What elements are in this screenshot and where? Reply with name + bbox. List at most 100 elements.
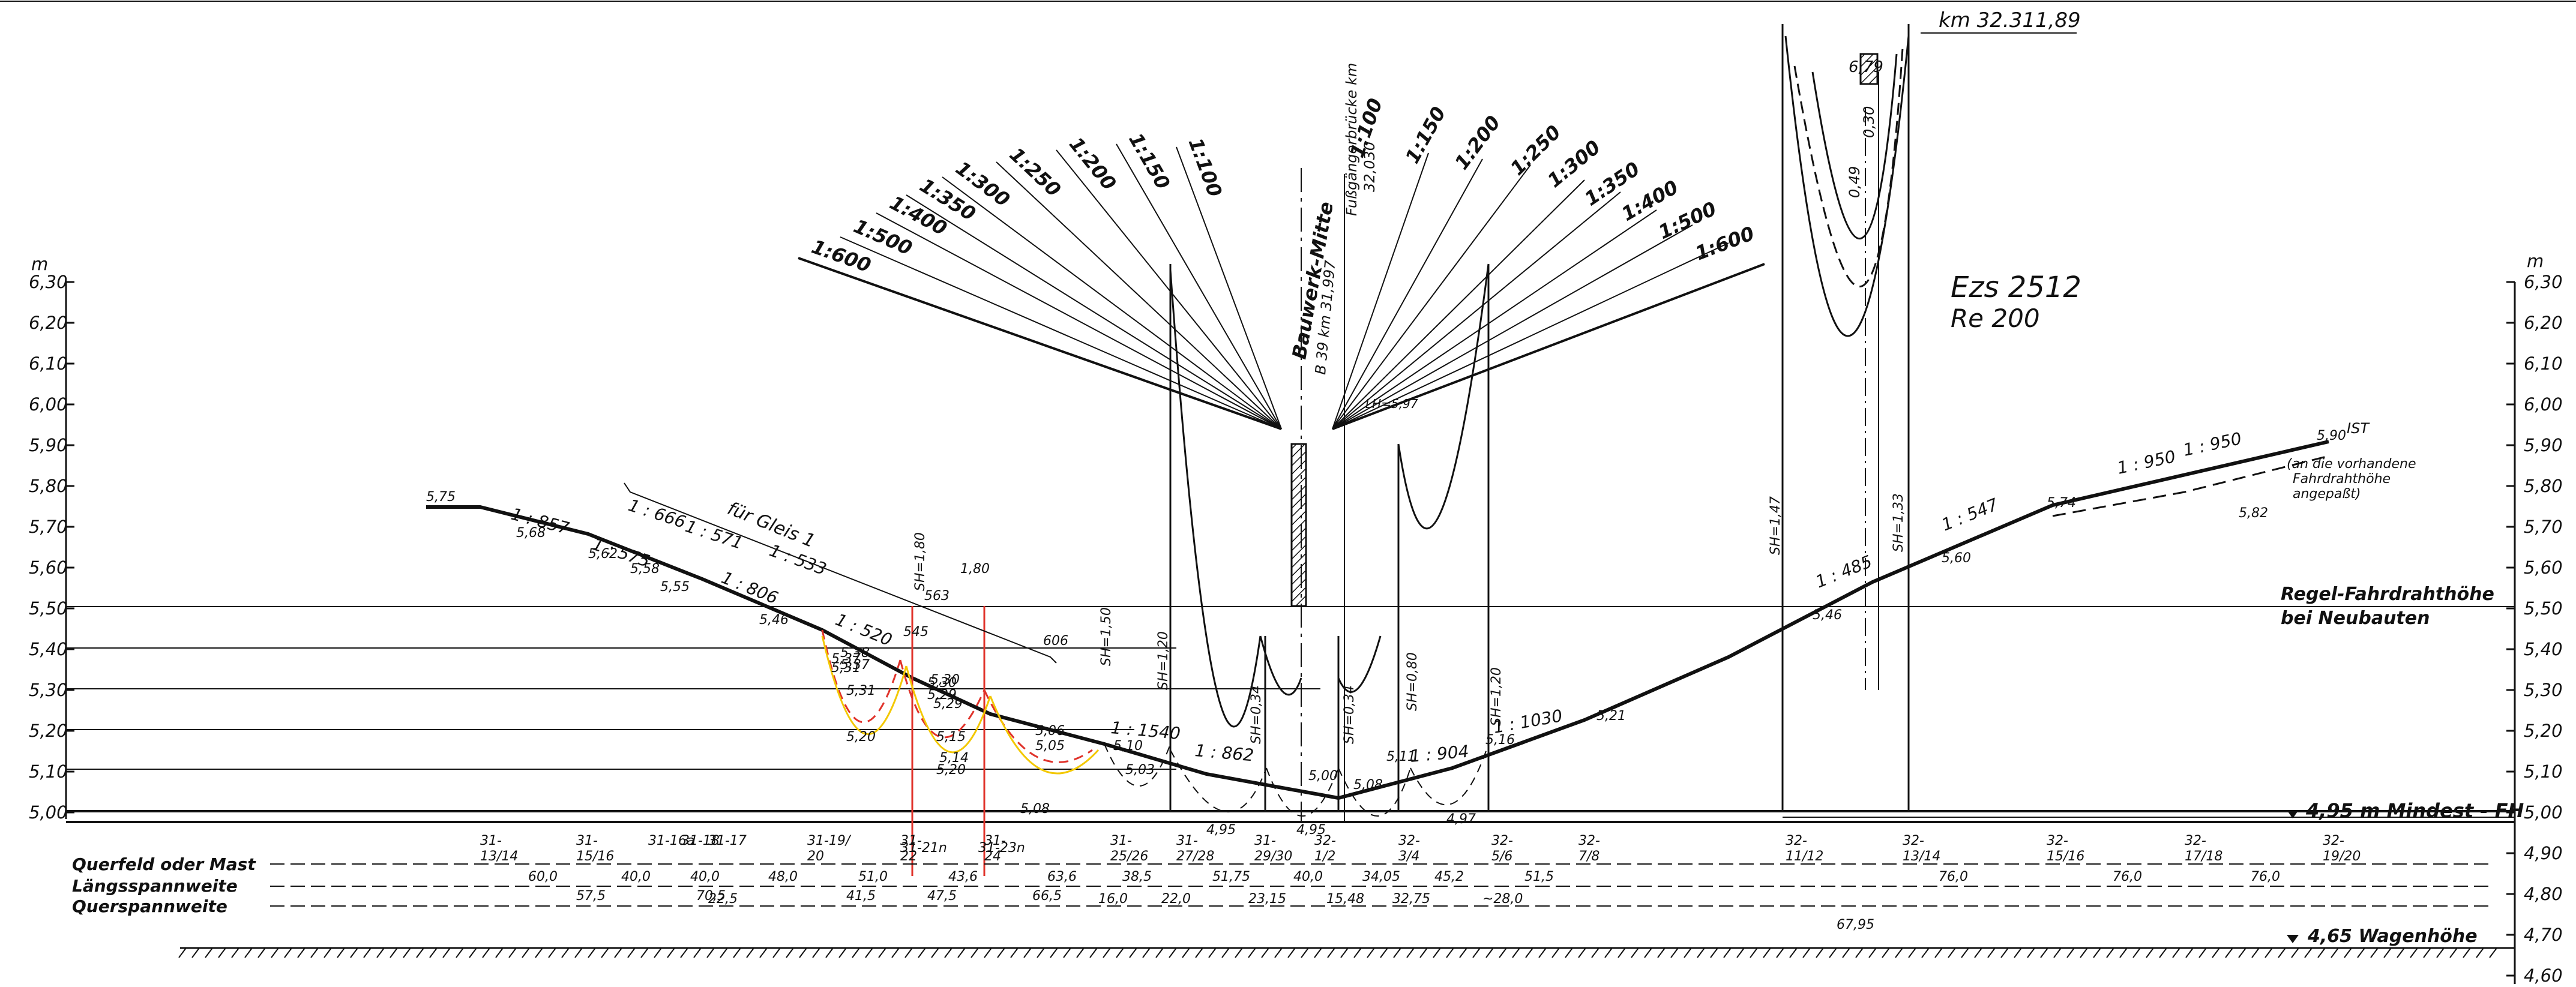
ground-hatch-mark xyxy=(2251,947,2260,958)
red-annotation: 606 xyxy=(1043,634,1068,649)
mast-label: 32- xyxy=(2047,833,2068,848)
mast-label: 31- xyxy=(1110,833,1132,848)
ground-hatch-mark xyxy=(2344,947,2352,958)
ground-hatch-mark xyxy=(1948,947,1956,958)
mindest-label: 4,95 m Mindest - FH xyxy=(2305,799,2524,822)
ground-hatch-mark xyxy=(733,947,741,958)
span-cross-value: 22,5 xyxy=(708,892,738,907)
sh-label: SH=1,47 xyxy=(1768,496,1783,555)
ground-hatch-mark xyxy=(2370,947,2379,958)
span-long-value: 40,0 xyxy=(690,869,720,884)
left-tick-label: 5,80 xyxy=(29,476,68,496)
sh-label: SH=1,80 xyxy=(913,532,928,591)
left-tick-label: 5,30 xyxy=(29,680,68,700)
mast-label: 5/6 xyxy=(1491,849,1512,864)
ground-hatch-mark xyxy=(1076,947,1085,958)
height-label: 5,31 xyxy=(846,683,876,698)
ground-hatch-mark xyxy=(363,947,372,958)
right-tick-label: 4,80 xyxy=(2524,884,2563,904)
ground-hatch-mark xyxy=(706,947,715,958)
note-line1: (an die vorhandene xyxy=(2287,457,2416,472)
height-label: 5,05 xyxy=(1035,739,1065,754)
ground-hatch-mark xyxy=(2000,947,2009,958)
ground-hatch-mark xyxy=(825,947,834,958)
ground-hatch-mark xyxy=(614,947,622,958)
row-querfeld-label: Querfeld oder Mast xyxy=(72,854,256,874)
ground-hatch-mark xyxy=(2159,947,2167,958)
ground-hatch-mark xyxy=(1750,947,1758,958)
right-tick-label: 6,00 xyxy=(2524,394,2563,415)
span-long-value: 51,5 xyxy=(1524,869,1554,884)
ground-hatch-mark xyxy=(997,947,1005,958)
row-quer-label: Querspannweite xyxy=(72,896,227,916)
height-label: 5,10 xyxy=(1113,739,1143,754)
mast-label: 31-19/ xyxy=(807,833,852,848)
fan-line-right xyxy=(1332,164,1531,430)
height-label: 5,14 xyxy=(939,751,969,766)
ground-hatch-mark xyxy=(2238,947,2246,958)
red-annotation: 5,37 xyxy=(831,652,861,667)
ground-hatch-mark xyxy=(1565,947,1573,958)
height-label: 5,15 xyxy=(936,730,966,745)
ground-hatch-mark xyxy=(2027,947,2035,958)
height-label: 5,90 xyxy=(2317,428,2346,443)
yellow-annotation: 1,80 xyxy=(960,562,990,577)
mast-label: 20 xyxy=(807,849,824,864)
regel-label-line1: Regel-Fahrdrahthöhe xyxy=(2281,584,2494,605)
ground-hatch-mark xyxy=(231,947,239,958)
table-row-lines xyxy=(270,863,2491,907)
ground-hatch-mark xyxy=(2291,947,2299,958)
ground-hatch-mark xyxy=(2014,947,2022,958)
ground-hatch-mark xyxy=(469,947,477,958)
ground-hatch-mark xyxy=(2106,947,2114,958)
ground-hatch-mark xyxy=(1816,947,1824,958)
span-long-value: 51,75 xyxy=(1212,869,1250,884)
sh-label: SH=1,33 xyxy=(1891,493,1906,552)
height-label: 5,46 xyxy=(1813,608,1842,623)
ground-hatch-mark xyxy=(1195,947,1203,958)
ground-hatch-mark xyxy=(1631,947,1639,958)
ground-hatch-mark xyxy=(1670,947,1679,958)
right-tick-label: 5,10 xyxy=(2524,761,2563,782)
slope-label: 1 : 862 xyxy=(1194,740,1254,765)
ground-hatch-mark xyxy=(1895,947,1903,958)
fan-label-right: 1:600 xyxy=(1692,222,1757,265)
ground-hatch-mark xyxy=(2397,947,2405,958)
right-tick-label: 5,40 xyxy=(2524,639,2563,659)
ground-hatch-mark xyxy=(1736,947,1745,958)
ground-hatch-mark xyxy=(772,947,781,958)
ground-hatch-mark xyxy=(218,947,226,958)
fan-line-left xyxy=(942,176,1282,430)
span-cross-value: ~28,0 xyxy=(1482,892,1523,907)
ground-hatch-mark xyxy=(1512,947,1520,958)
span-cross-value: 23,15 xyxy=(1248,892,1286,907)
height-label: 5,55 xyxy=(660,580,690,595)
ground-hatch-mark xyxy=(1340,947,1349,958)
yellow-annotation: 5,20 xyxy=(936,763,966,778)
yellow-annotation: 5,08 xyxy=(1020,802,1050,817)
ground-hatch-mark xyxy=(337,947,345,958)
ground-hatch-mark xyxy=(2383,947,2392,958)
note-line2: Fahrdrahthöhe xyxy=(2293,472,2391,487)
span-long-value: 40,0 xyxy=(1293,869,1323,884)
ground-hatch-mark xyxy=(1433,947,1441,958)
left-tick-label: 5,20 xyxy=(29,721,68,741)
ground-hatch-mark xyxy=(2436,947,2445,958)
sh-label: SH=1,20 xyxy=(1489,667,1504,726)
ground-hatch-mark xyxy=(297,947,305,958)
ground-hatch-mark xyxy=(852,947,860,958)
ground-hatch-mark xyxy=(1248,947,1256,958)
yellow-annotation: 5,29 xyxy=(933,697,963,712)
ground-hatch-mark xyxy=(627,947,636,958)
ground-hatch-mark xyxy=(2304,947,2313,958)
ground-hatch-mark xyxy=(865,947,873,958)
ground-hatch-mark xyxy=(1459,947,1467,958)
row-laengs-label: Längsspannweite xyxy=(72,876,238,896)
fan-line-left xyxy=(1116,143,1282,430)
right-axis: m 6,306,206,106,005,905,805,705,605,505,… xyxy=(2506,251,2563,986)
yellow-annotations: 1,805,295,305,205,08 xyxy=(930,562,1050,817)
ground-hatch-mark xyxy=(1987,947,1996,958)
